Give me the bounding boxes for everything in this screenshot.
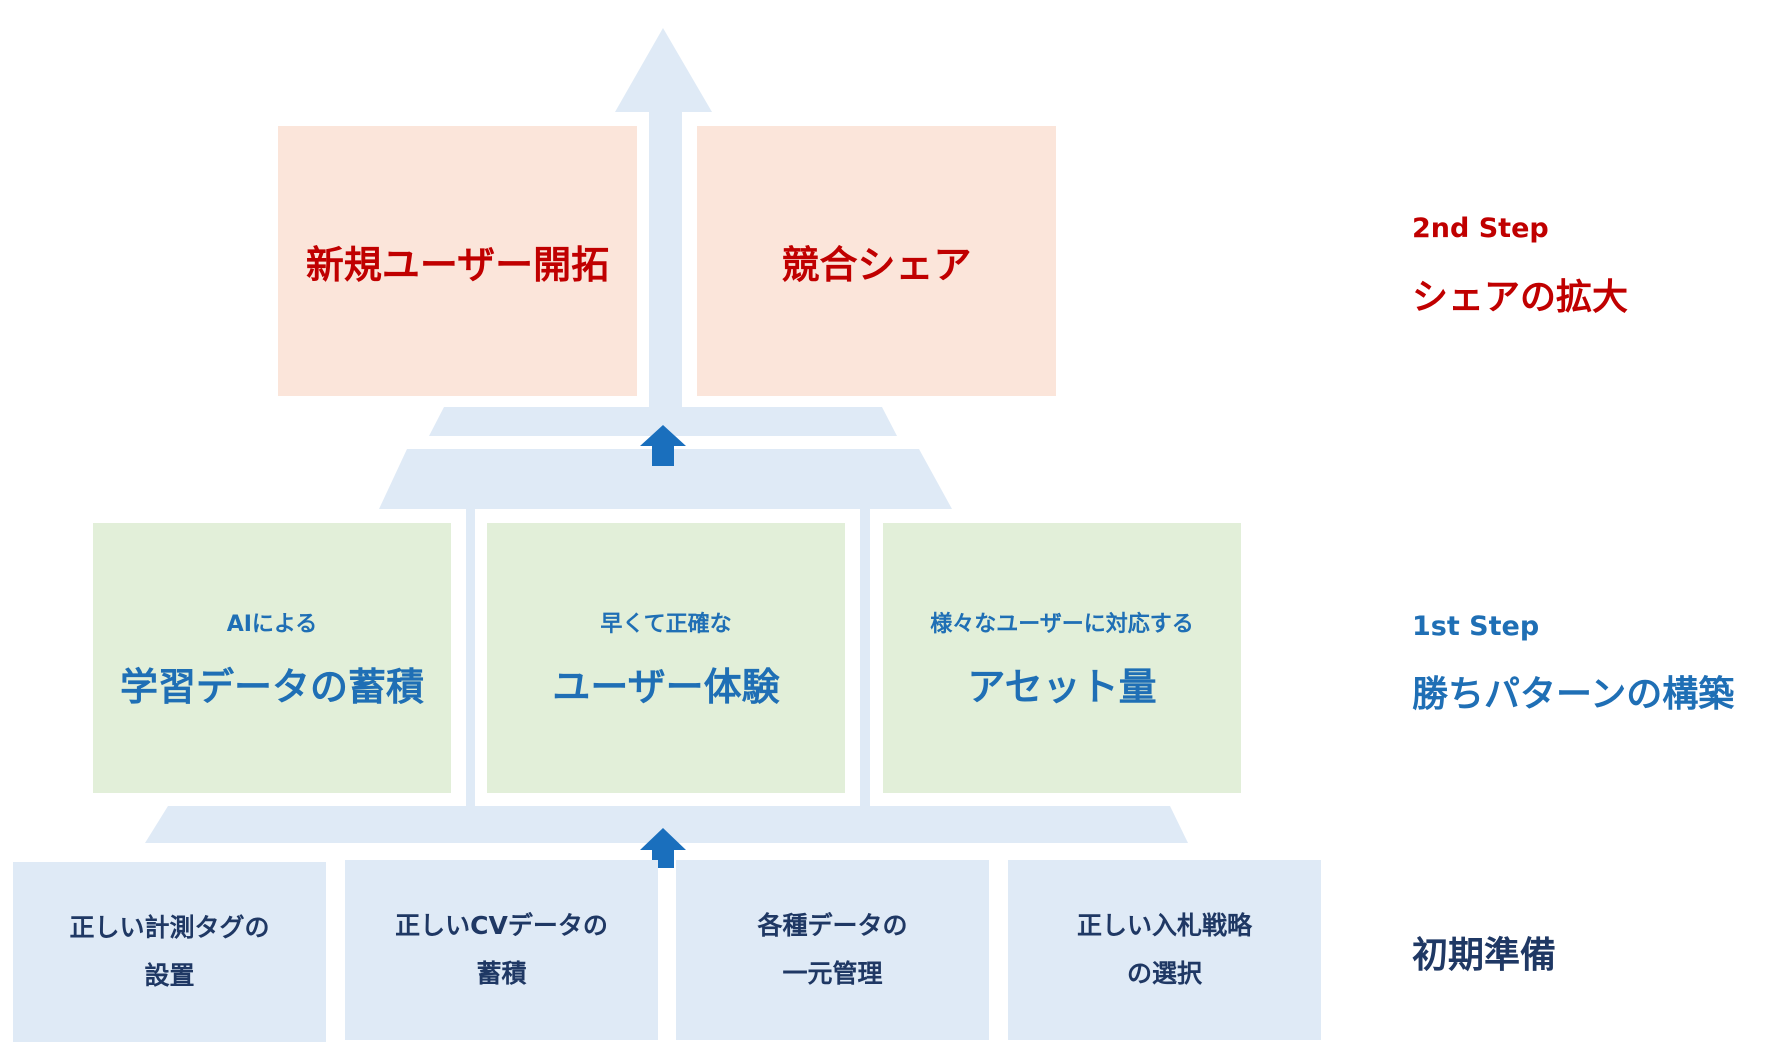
tag-setup-line2: 設置 [144,961,195,990]
cv-data-line1: 正しいCVデータの [395,911,608,940]
asset-volume-box: 様々なユーザーに対応する アセット量 [883,523,1241,793]
data-management-box: 各種データの 一元管理 [676,860,989,1040]
step1-title: 勝ちパターンの構築 [1412,674,1735,715]
asset-volume-sub: 様々なユーザーに対応する [930,611,1194,637]
learning-data-sub: AIによる [226,611,318,637]
user-experience-sub: 早くて正確な [600,611,732,637]
upper-platform-top [429,407,897,436]
upper-platform-bottom [379,449,952,509]
bidding-strategy-line2: の選択 [1126,959,1202,988]
user-experience-main: ユーザー体験 [552,664,780,709]
step2-title: シェアの拡大 [1412,277,1629,318]
arrow-up-icon [640,828,686,868]
arrow-up-icon [640,425,686,466]
pillar-right [860,509,870,809]
main-arrow-head [615,28,712,112]
competitor-share-label: 競合シェア [781,242,972,287]
competitor-share-box: 競合シェア [697,126,1056,396]
data-management-line1: 各種データの [757,911,908,940]
bidding-strategy-box: 正しい入札戦略 の選択 [1008,860,1321,1040]
user-experience-box: 早くて正確な ユーザー体験 [487,523,845,793]
asset-volume-main: アセット量 [967,664,1157,709]
tag-setup-box: 正しい計測タグの 設置 [13,862,326,1042]
step2-number: 2nd Step [1412,213,1549,244]
tag-setup-line1: 正しい計測タグの [69,913,270,942]
new-user-box: 新規ユーザー開拓 [278,126,637,396]
data-management-line2: 一元管理 [782,959,883,988]
new-user-label: 新規ユーザー開拓 [305,242,610,287]
step1-number: 1st Step [1412,611,1540,642]
pillar-left [466,509,475,809]
base-title: 初期準備 [1412,935,1557,976]
lower-platform [145,806,1188,843]
bidding-strategy-line1: 正しい入札戦略 [1076,911,1252,940]
cv-data-line2: 蓄積 [476,959,527,988]
learning-data-box: AIによる 学習データの蓄積 [93,523,451,793]
main-arrow-shaft [649,112,682,412]
learning-data-main: 学習データの蓄積 [119,664,424,709]
cv-data-box: 正しいCVデータの 蓄積 [345,860,658,1040]
